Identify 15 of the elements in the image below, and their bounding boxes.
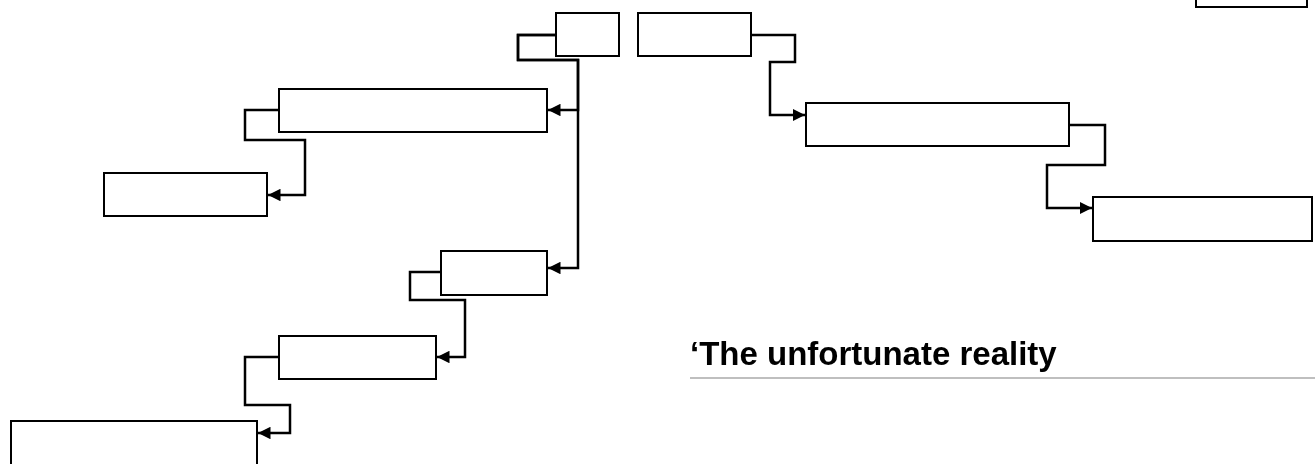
connector-arrow	[516, 33, 580, 275]
connector-arrow	[243, 355, 292, 440]
empty-box	[278, 88, 548, 133]
connector-arrow	[752, 33, 805, 122]
connector-arrow	[1045, 123, 1107, 215]
quote-heading: ‘The unfortunate reality	[690, 335, 1057, 373]
empty-box	[440, 250, 548, 296]
empty-box	[278, 335, 437, 380]
empty-box	[637, 12, 752, 57]
connector-arrow	[243, 108, 307, 202]
empty-box	[103, 172, 268, 217]
empty-box	[555, 12, 620, 57]
empty-box	[1092, 196, 1313, 242]
empty-box	[805, 102, 1070, 147]
connector-arrow	[408, 270, 467, 364]
